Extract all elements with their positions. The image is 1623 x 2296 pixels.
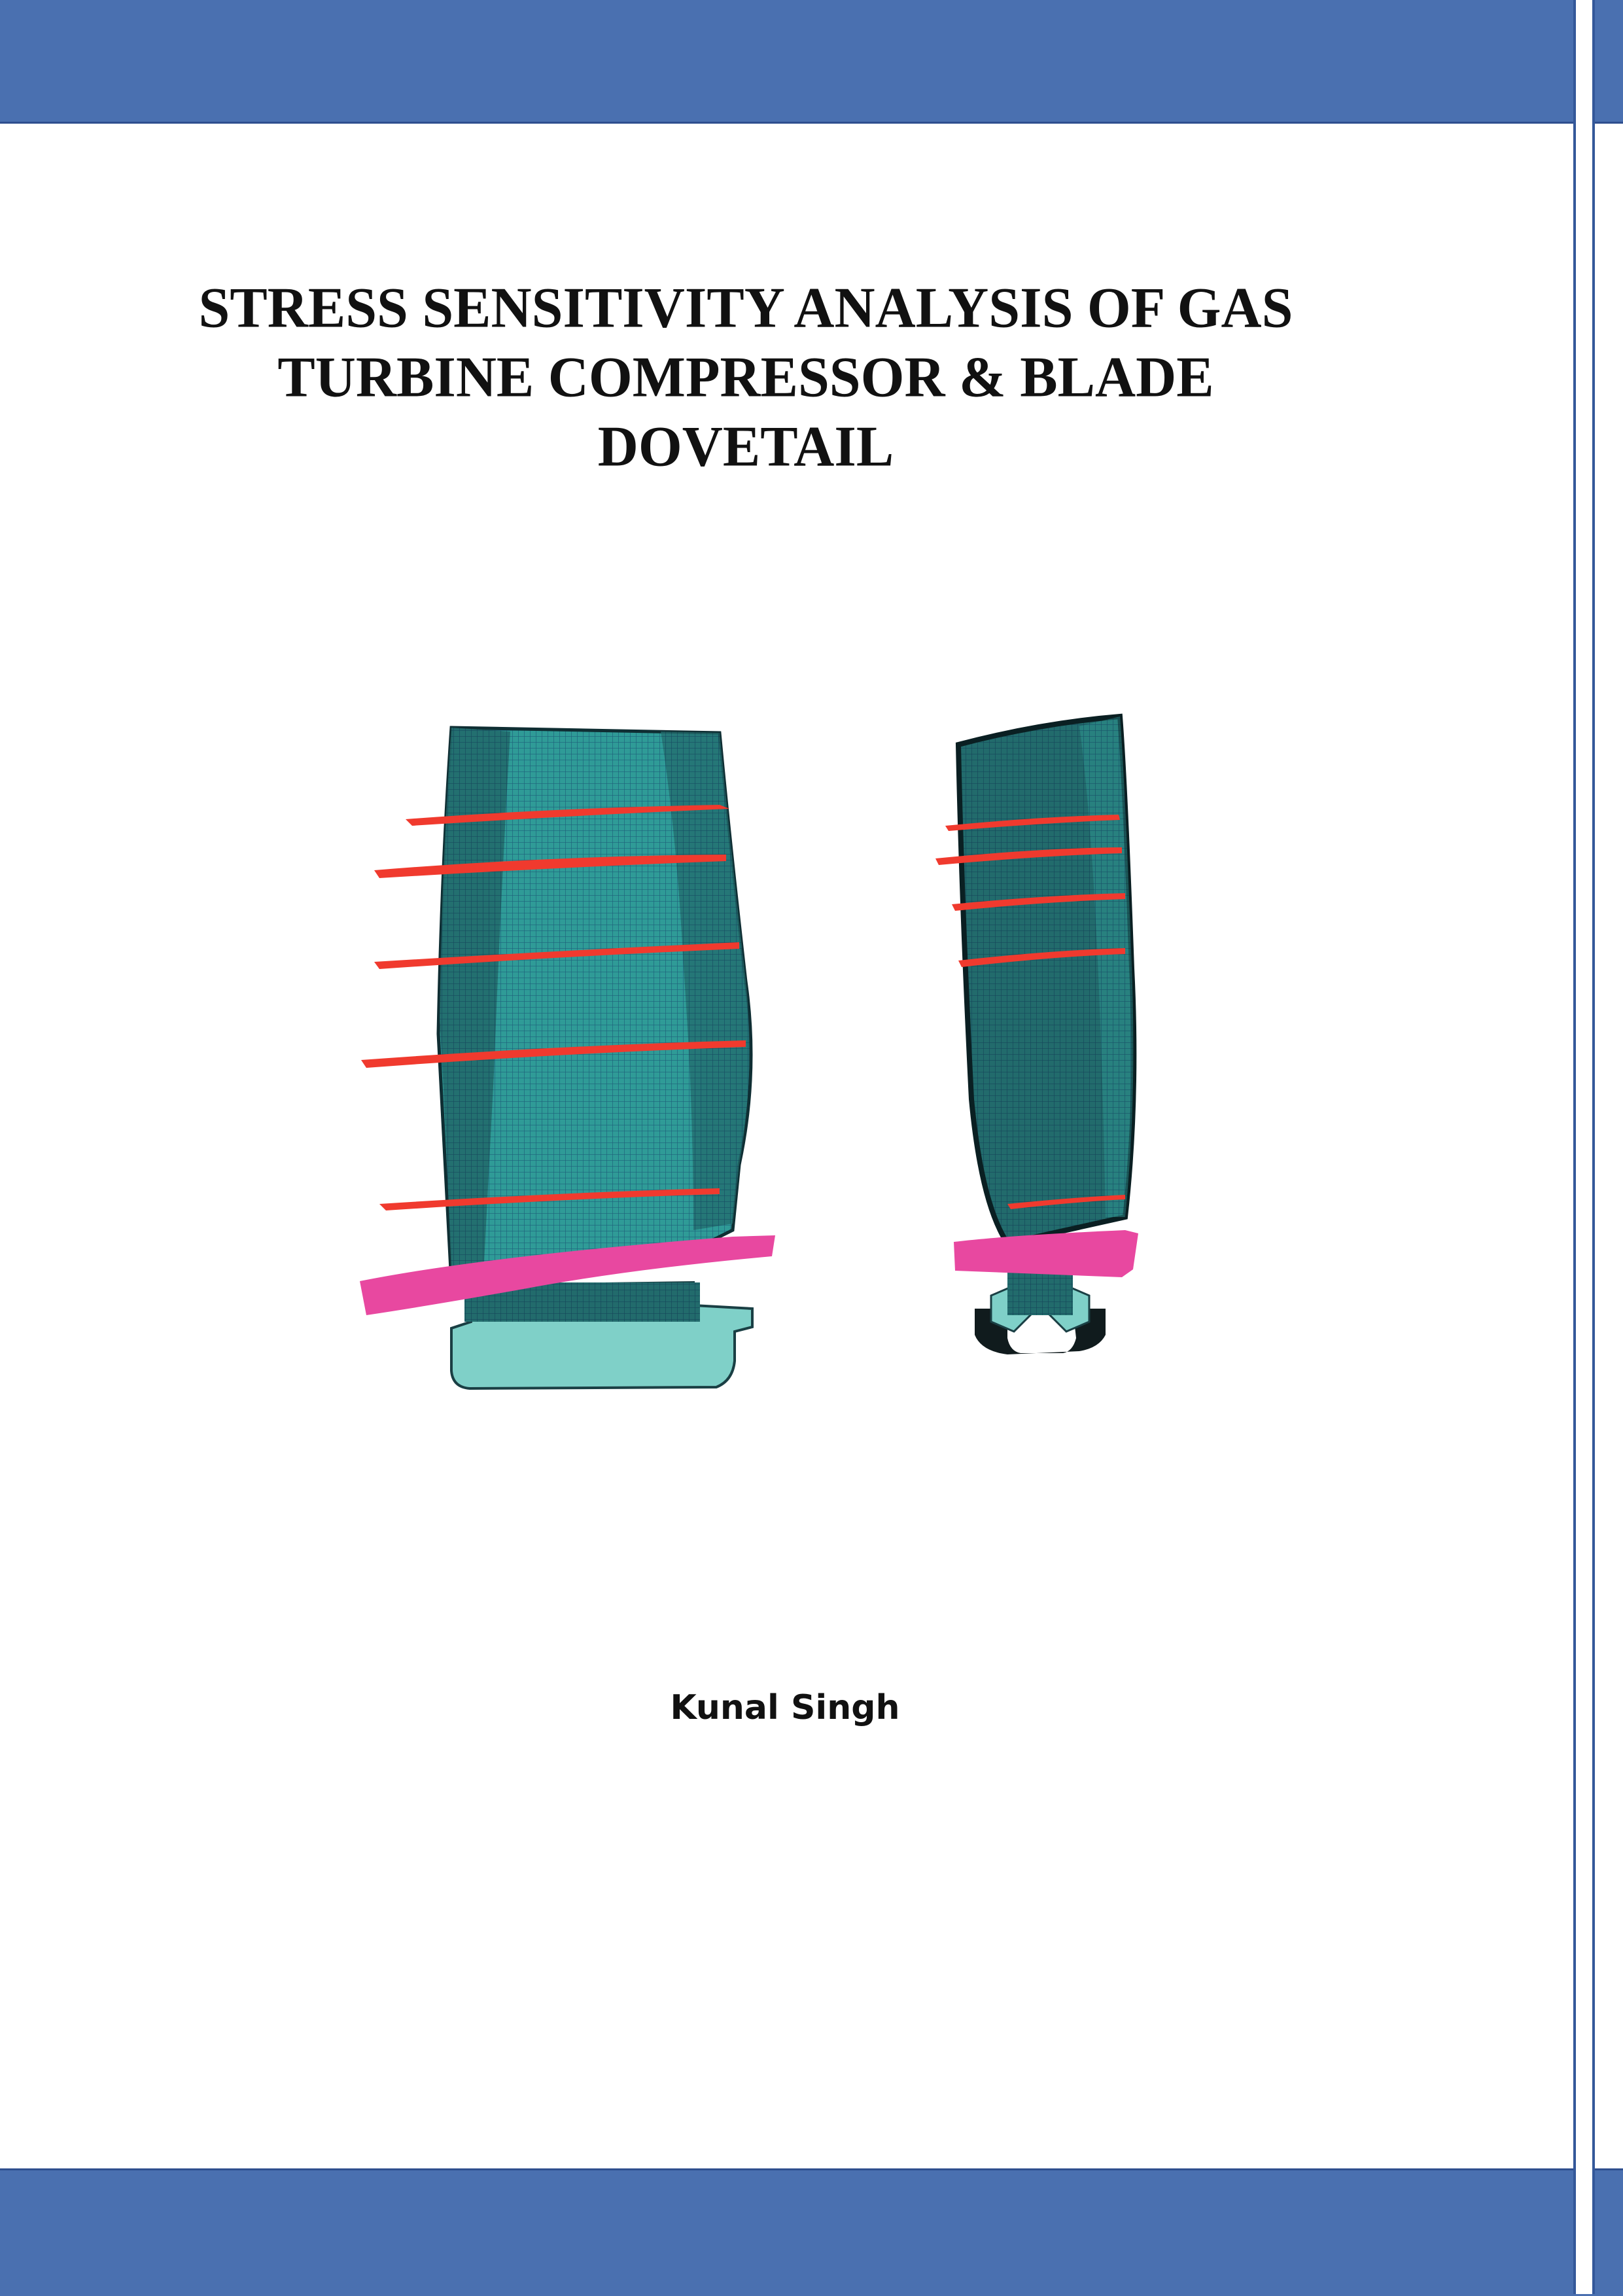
bottom-color-band	[0, 2168, 1623, 2296]
title-line-3: DOVETAIL	[597, 414, 894, 479]
left-blade	[360, 726, 775, 1390]
right-margin-divider	[1573, 0, 1595, 2294]
right-blade	[935, 713, 1138, 1354]
title-line-2: TURBINE COMPRESSOR & BLADE	[277, 345, 1214, 409]
title-line-1: STRESS SENSITIVITY ANALYSIS OF GAS	[198, 275, 1293, 340]
author-name: Kunal Singh	[670, 1688, 900, 1727]
top-color-band	[0, 0, 1623, 124]
document-title: STRESS SENSITIVITY ANALYSIS OF GAS TURBI…	[39, 273, 1452, 481]
blade-mesh-figure	[353, 707, 1217, 1433]
